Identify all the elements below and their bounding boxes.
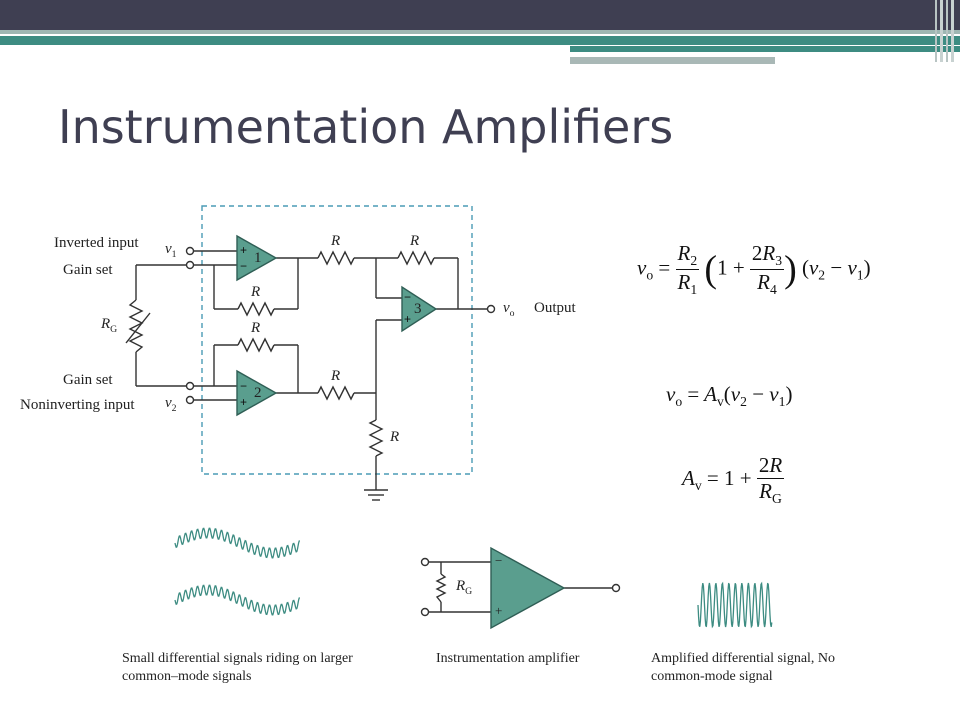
svg-text:−: −: [240, 259, 247, 273]
svg-text:+: +: [404, 312, 411, 326]
opamp-2-number: 2: [254, 385, 262, 401]
noisy-signal-top: [174, 527, 301, 559]
resistor-label: R: [251, 284, 261, 300]
noisy-signal-bottom: [174, 584, 301, 616]
slide-title: Instrumentation Amplifiers: [58, 100, 674, 154]
opamp-1: [236, 234, 278, 282]
header-bar: [0, 0, 960, 30]
v1-label: v1: [165, 241, 177, 260]
caption-instrumentation-amplifier: Instrumentation amplifier: [436, 651, 580, 666]
amp-rg-label: RG: [456, 578, 473, 597]
opamp-3-number: 3: [414, 301, 422, 317]
resistor-label: R: [410, 233, 420, 249]
opamp-3: [401, 285, 438, 333]
opamp-1-number: 1: [254, 250, 262, 266]
resistor-label: R: [331, 233, 341, 249]
rg-label: RG: [101, 316, 118, 335]
svg-text:+: +: [240, 243, 247, 257]
amp-minus-sign: −: [495, 553, 503, 568]
noninverting-input-label: Noninverting input: [20, 397, 135, 413]
dashed-enclosure: [201, 205, 473, 475]
opamp-2: [236, 369, 278, 417]
svg-text:−: −: [240, 379, 247, 393]
instrumentation-amplifier-symbol: [490, 546, 566, 630]
output-label: Output: [534, 300, 576, 316]
vo-label: vo: [503, 300, 515, 319]
gain-set-bottom-label: Gain set: [63, 372, 113, 388]
caption-output-signal: Amplified differential signal, No common…: [651, 651, 836, 684]
svg-text:+: +: [240, 395, 247, 409]
gain-set-top-label: Gain set: [63, 262, 113, 278]
resistor-label: R: [331, 368, 341, 384]
equation-vo: vo = Av(v2 − v1): [666, 382, 793, 410]
caption-input-signals: Small differential signals riding on lar…: [122, 651, 353, 684]
amp-plus-sign: +: [495, 603, 503, 618]
amplified-signal: [697, 581, 773, 629]
svg-text:−: −: [404, 290, 411, 304]
resistor-label: R: [251, 320, 261, 336]
resistor-label: R: [390, 429, 400, 445]
v2-label: v2: [165, 395, 177, 414]
inverted-input-label: Inverted input: [54, 235, 139, 251]
